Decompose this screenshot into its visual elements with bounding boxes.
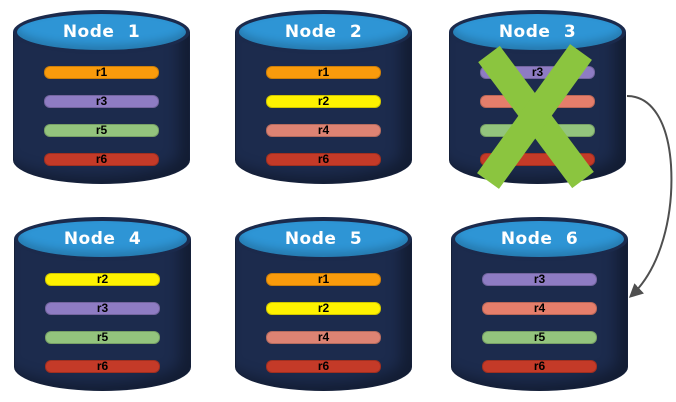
replica-bar: r2 xyxy=(45,273,160,286)
replica-list: r1 r2 r4 r6 xyxy=(266,66,381,182)
cylinder-top: Node 2 xyxy=(235,10,412,54)
replica-bar: r5 xyxy=(482,331,597,344)
replica-label: r1 xyxy=(95,65,108,79)
replica-list: r2 r3 r5 r6 xyxy=(45,273,160,389)
replica-label: r6 xyxy=(317,152,330,166)
replica-bar: r5 xyxy=(44,124,159,137)
replica-label: r2 xyxy=(317,301,330,315)
replica-list: r1 r3 r5 r6 xyxy=(44,66,159,182)
replica-bar xyxy=(480,124,595,137)
replica-label: r4 xyxy=(533,301,546,315)
node-title: Node 2 xyxy=(284,22,363,42)
replica-label: r5 xyxy=(95,123,108,137)
replica-bar: r6 xyxy=(266,360,381,373)
node-2: Node 2 r1 r2 r4 r6 xyxy=(235,10,412,184)
replica-label: r5 xyxy=(533,330,546,344)
node-5: Node 5 r1 r2 r4 r6 xyxy=(235,217,412,391)
replica-bar: r6 xyxy=(44,153,159,166)
replica-label: r4 xyxy=(317,330,330,344)
replica-label: r4 xyxy=(317,123,330,137)
replica-bar: r1 xyxy=(44,66,159,79)
node-title: Node 1 xyxy=(62,22,141,42)
replica-label: r1 xyxy=(317,65,330,79)
node-title: Node 4 xyxy=(63,229,142,249)
replica-bar: r6 xyxy=(482,360,597,373)
replica-list: r3 xyxy=(480,66,595,182)
replica-bar: r4 xyxy=(266,124,381,137)
replica-label: r2 xyxy=(317,94,330,108)
replica-bar: r5 xyxy=(45,331,160,344)
replica-bar: r1 xyxy=(266,66,381,79)
replica-bar xyxy=(480,153,595,166)
cylinder-top: Node 6 xyxy=(451,217,628,261)
replica-list: r1 r2 r4 r6 xyxy=(266,273,381,389)
replica-label: r5 xyxy=(96,330,109,344)
node-4: Node 4 r2 r3 r5 r6 xyxy=(14,217,191,391)
node-title: Node 3 xyxy=(498,22,577,42)
cylinder-top: Node 4 xyxy=(14,217,191,261)
replica-bar: r2 xyxy=(266,95,381,108)
node-title: Node 6 xyxy=(500,229,579,249)
cylinder-top: Node 1 xyxy=(13,10,190,54)
node-3: Node 3 r3 xyxy=(449,10,626,184)
replica-label: r3 xyxy=(533,272,546,286)
replica-bar: r4 xyxy=(482,302,597,315)
replica-bar: r3 xyxy=(45,302,160,315)
replica-label: r6 xyxy=(533,359,546,373)
replica-label: r1 xyxy=(317,272,330,286)
replica-bar: r3 xyxy=(480,66,595,79)
replica-bar: r1 xyxy=(266,273,381,286)
replica-label: r6 xyxy=(317,359,330,373)
replica-label: r6 xyxy=(96,359,109,373)
cylinder-top: Node 5 xyxy=(235,217,412,261)
failover-arrow xyxy=(626,95,673,298)
node-title: Node 5 xyxy=(284,229,363,249)
node-1: Node 1 r1 r3 r5 r6 xyxy=(13,10,190,184)
replica-bar: r4 xyxy=(266,331,381,344)
replica-bar: r2 xyxy=(266,302,381,315)
node-6: Node 6 r3 r4 r5 r6 xyxy=(451,217,628,391)
replica-bar: r6 xyxy=(266,153,381,166)
replica-bar: r3 xyxy=(44,95,159,108)
replica-label: r3 xyxy=(531,65,544,79)
replica-bar xyxy=(480,95,595,108)
replica-label: r3 xyxy=(95,94,108,108)
replica-bar: r3 xyxy=(482,273,597,286)
replica-list: r3 r4 r5 r6 xyxy=(482,273,597,389)
replica-label: r2 xyxy=(96,272,109,286)
cylinder-top: Node 3 xyxy=(449,10,626,54)
replica-bar: r6 xyxy=(45,360,160,373)
replica-label: r6 xyxy=(95,152,108,166)
replica-label: r3 xyxy=(96,301,109,315)
